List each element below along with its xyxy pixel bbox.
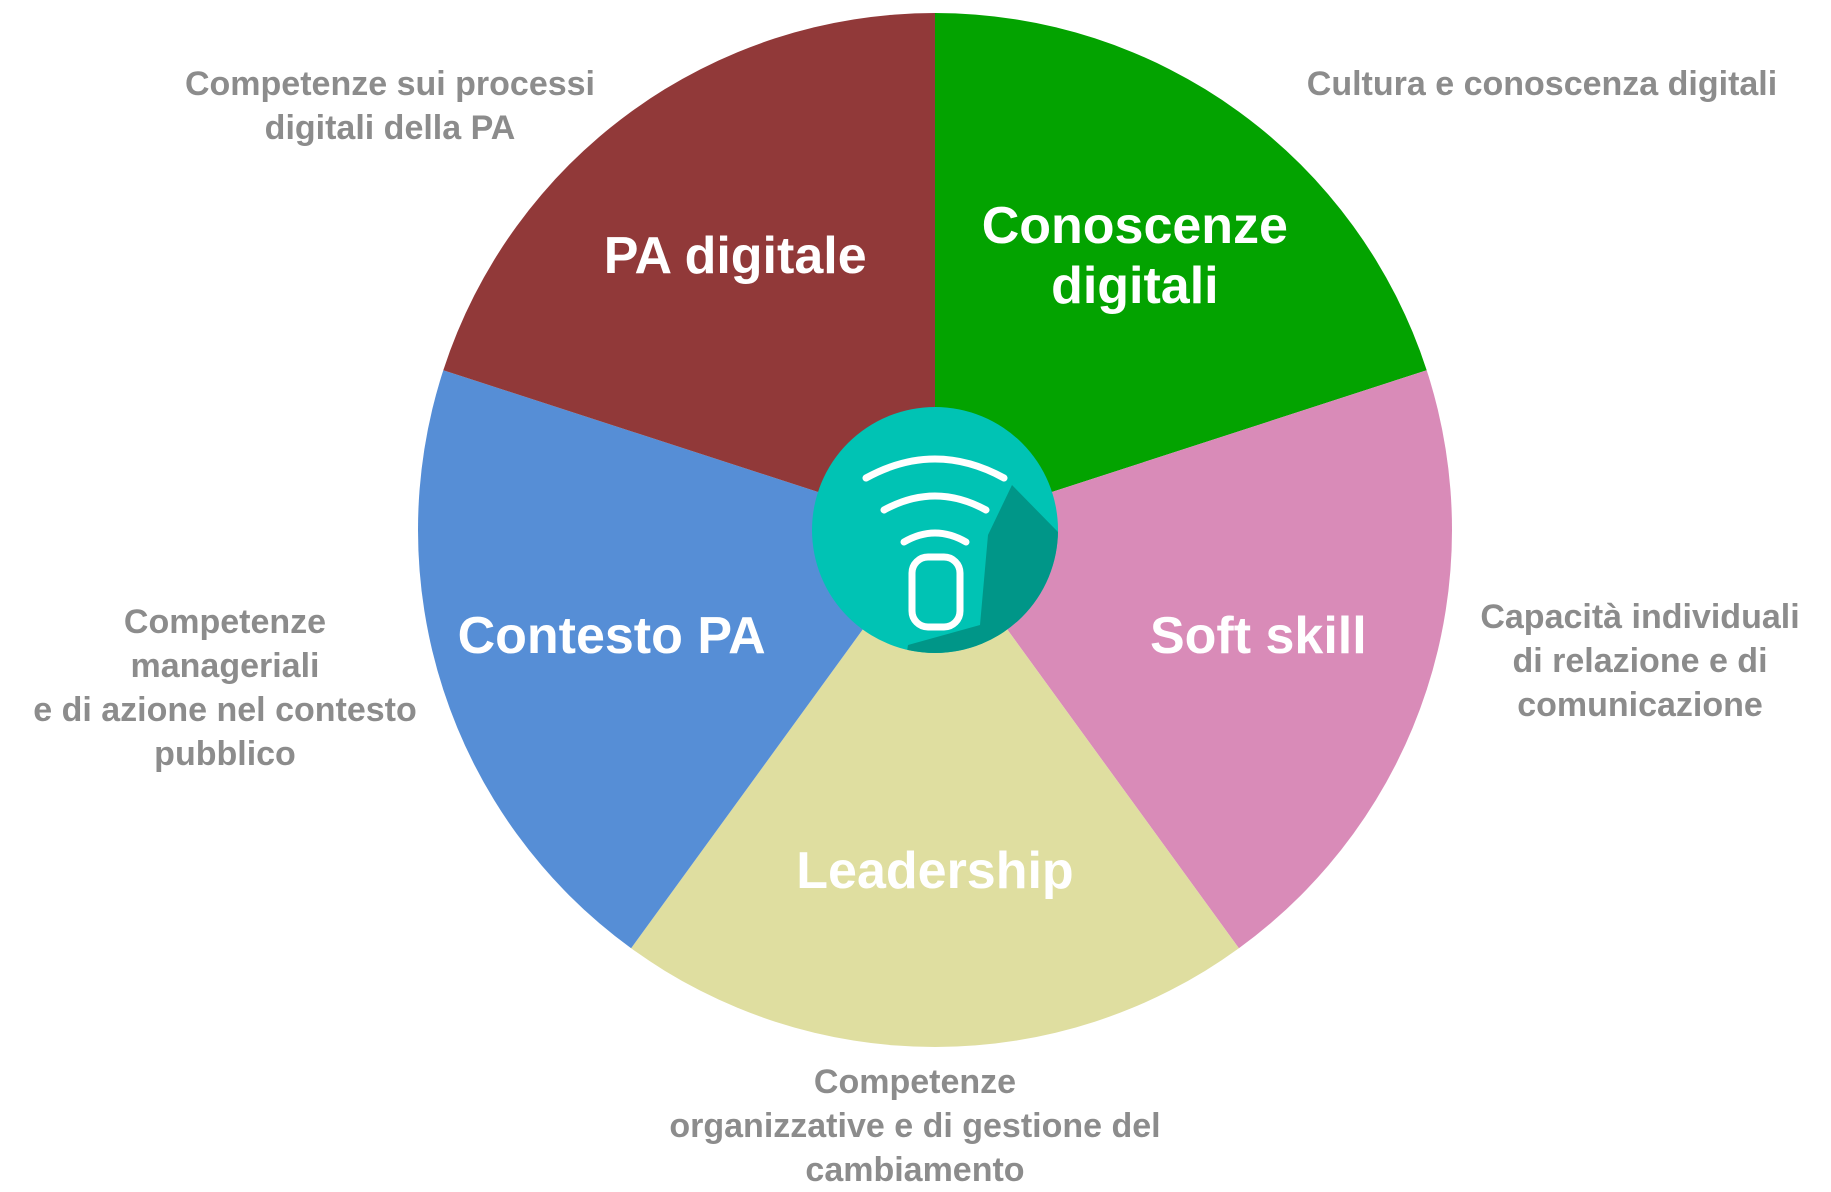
conoscenze-digitali-description: Cultura e conoscenza digitali — [1306, 65, 1778, 103]
segment-label-leadership: Leadership — [796, 842, 1073, 900]
segment-pa_digitale — [443, 13, 935, 530]
segment-label-contesto: Contesto PA — [458, 607, 766, 665]
soft-skill-description: Capacità individuali di relazione e di c… — [1480, 598, 1800, 724]
contesto-pa-description: Competenze manageriali e di azione nel c… — [33, 603, 417, 773]
segment-conoscenze — [935, 13, 1427, 530]
leadership-description: Competenze organizzative e di gestione d… — [669, 1063, 1161, 1189]
wifi-signal-icon — [862, 455, 1008, 631]
segment-label-pa_digitale: PA digitale — [604, 227, 867, 285]
segment-leadership — [631, 530, 1239, 1047]
center-badge — [812, 407, 1058, 653]
segment-soft — [935, 370, 1452, 949]
segment-contesto — [417, 370, 935, 949]
pa-digitale-description: Competenze sui processi digitali della P… — [184, 65, 595, 147]
segment-label-soft: Soft skill — [1150, 607, 1367, 665]
